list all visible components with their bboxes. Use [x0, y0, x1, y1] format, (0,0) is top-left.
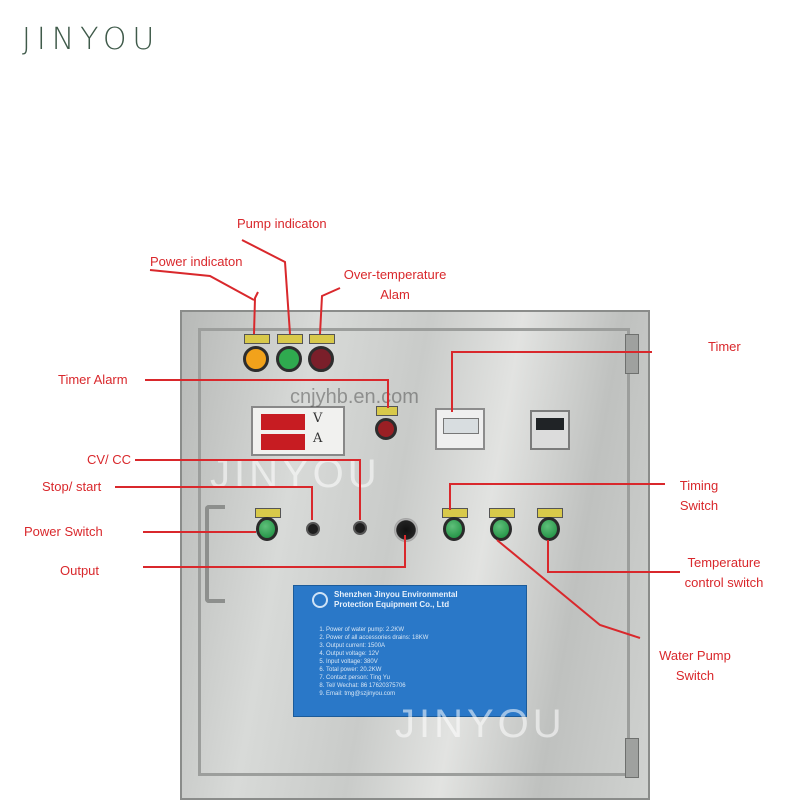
spec-item: Email: tmg@szjinyou.com — [326, 690, 428, 698]
power-indicator-label-cap — [244, 334, 270, 344]
spec-item: Power of water pump: 2.2KW — [326, 626, 428, 634]
nameplate-company: Shenzhen Jinyou Environmental Protection… — [334, 590, 522, 610]
label-over-temp-line1: Over-temperature — [343, 267, 447, 282]
brand-watermark-2: JINYOU — [395, 702, 566, 746]
spec-item: Power of all accessories drains: 18KW — [326, 634, 428, 642]
output-knob[interactable] — [394, 518, 418, 542]
label-over-temp: Over-temperature Alam — [335, 265, 455, 305]
power-switch[interactable] — [256, 517, 278, 541]
label-water-pump-line1: Water Pump — [659, 648, 731, 663]
over-temp-alarm-lamp — [308, 346, 334, 372]
temperature-controller — [530, 410, 570, 450]
current-display — [261, 434, 305, 450]
label-timing-switch-line1: Timing — [679, 478, 719, 493]
nameplate-specs: Power of water pump: 2.2KW Power of all … — [314, 626, 428, 698]
brand-watermark-1: JINYOU — [210, 452, 381, 496]
timer-device — [435, 408, 485, 450]
temperature-screen — [536, 418, 564, 430]
jinyou-logo: JINYOU — [22, 22, 160, 57]
logo-text: JINYOU — [22, 22, 161, 57]
label-timer: Timer — [708, 339, 741, 354]
power-indicator-line-2 — [149, 269, 255, 301]
company-line-1: Shenzhen Jinyou Environmental — [334, 590, 458, 599]
label-pump-indicator: Pump indicaton — [237, 216, 327, 231]
timing-switch[interactable] — [443, 517, 465, 541]
voltage-display — [261, 414, 305, 430]
label-temperature-switch-line1: Temperature — [687, 555, 761, 570]
pump-indicator-lamp — [276, 346, 302, 372]
company-line-2: Protection Equipment Co., Ltd — [334, 600, 450, 609]
current-unit: A — [313, 431, 323, 446]
stop-start-knob[interactable] — [306, 522, 320, 536]
spec-item: Total power: 20.2KW — [326, 666, 428, 674]
spec-item: Output current: 1500A — [326, 642, 428, 650]
voltage-current-meter: V A — [251, 406, 345, 456]
label-timing-switch-line2: Switch — [679, 498, 719, 513]
label-power-indicator: Power indicaton — [150, 254, 243, 269]
site-watermark: cnjyhb.en.com — [290, 386, 419, 408]
door-handle — [205, 505, 225, 603]
label-stop-start: Stop/ start — [42, 479, 102, 494]
label-cv-cc: CV/ CC — [87, 452, 132, 467]
spec-item: Tel/ Wechat: 86 17620375706 — [326, 682, 428, 690]
label-water-pump-line2: Switch — [675, 668, 715, 683]
nameplate: Shenzhen Jinyou Environmental Protection… — [293, 585, 527, 717]
label-timer-alarm: Timer Alarm — [58, 372, 128, 387]
label-temperature-switch-line2: control switch — [684, 575, 764, 590]
top-hinge — [625, 334, 639, 374]
cv-cc-knob[interactable] — [353, 521, 367, 535]
bottom-hinge — [625, 738, 639, 778]
label-timing-switch: Timing Switch — [664, 476, 734, 516]
label-power-switch: Power Switch — [24, 524, 103, 539]
label-temperature-switch: Temperature control switch — [674, 553, 774, 593]
power-indicator-lamp — [243, 346, 269, 372]
nameplate-logo-icon — [312, 592, 328, 608]
pump-indicator-label-cap — [277, 334, 303, 344]
over-temp-label-cap — [309, 334, 335, 344]
label-output: Output — [60, 563, 100, 578]
label-water-pump-switch: Water Pump Switch — [645, 646, 745, 686]
spec-item: Output voltage: 12V — [326, 650, 428, 658]
spec-item: Input voltage: 380V — [326, 658, 428, 666]
temperature-control-switch[interactable] — [538, 517, 560, 541]
timer-screen — [443, 418, 479, 434]
water-pump-switch[interactable] — [490, 517, 512, 541]
spec-item: Contact person: Ting Yu — [326, 674, 428, 682]
label-over-temp-line2: Alam — [380, 287, 410, 302]
timer-alarm-lamp — [375, 418, 397, 440]
voltage-unit: V — [313, 411, 323, 426]
